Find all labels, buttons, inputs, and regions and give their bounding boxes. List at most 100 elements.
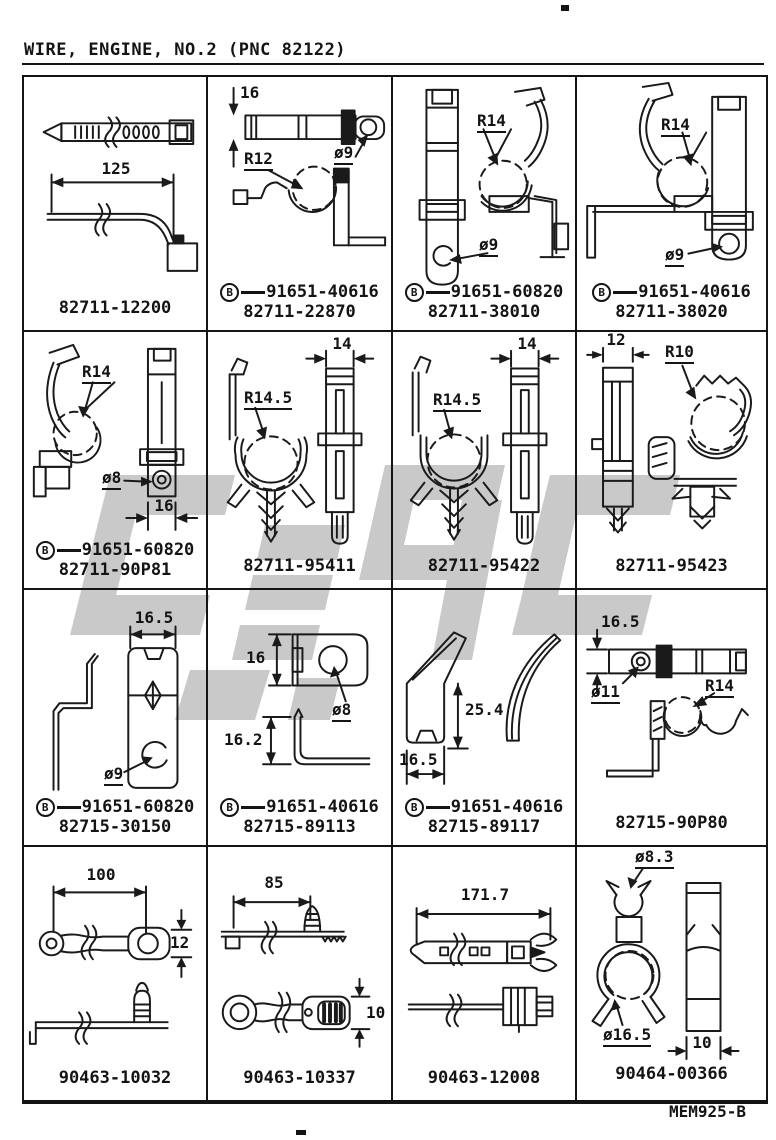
sub-part-number-text: 91651-60820 [81, 540, 195, 560]
cell-82711-95411: 14 R14.5 82711-95411 [208, 332, 393, 590]
part-number[interactable]: 82711-95411 [243, 556, 356, 576]
part-number[interactable]: 90463-10032 [58, 1068, 172, 1088]
leader-dash [613, 290, 638, 294]
diameter-label: ø8 [102, 470, 122, 490]
drawing-grommet-clamp [591, 868, 740, 1060]
drawing-clamp-strap [228, 86, 387, 247]
leader-dash [425, 290, 450, 294]
dimension-label: 85 [264, 873, 284, 892]
cell-82711-12200: 125 82711-12200 [24, 77, 208, 332]
cell-90463-10032: 100 12 90463-10032 [24, 847, 208, 1100]
sub-part-number-text: 91651-40616 [266, 282, 379, 302]
dimension-label: 14 [517, 334, 537, 353]
dimension-label: 16.5 [601, 612, 640, 631]
radius-label: R14 [477, 113, 506, 133]
drawing-clamp-strap [32, 343, 199, 531]
dimension-label: 100 [86, 865, 116, 884]
drawing-cable-tie [42, 116, 199, 272]
leader-dash [56, 548, 81, 552]
dimension-label: 12 [170, 933, 190, 952]
dimension-label: 10 [692, 1033, 712, 1052]
diameter-label: ø9 [334, 145, 354, 165]
dimension-label: 125 [101, 159, 131, 178]
part-number[interactable]: 82711-38020 [615, 302, 728, 322]
part-number[interactable]: 90463-10337 [243, 1068, 356, 1088]
cell-90463-10337: 85 10 90463-10337 [208, 847, 393, 1100]
drawing-clamp-strap [586, 628, 749, 778]
diameter-label: ø8.3 [635, 849, 674, 869]
part-number[interactable]: 82715-89117 [427, 817, 541, 837]
b-substitute-icon: B [592, 282, 612, 302]
part-number[interactable]: 82711-90P81 [58, 560, 172, 580]
part-number[interactable]: 90464-00366 [615, 1064, 728, 1084]
diameter-label: ø9 [479, 237, 499, 257]
dimension-label: 12 [606, 332, 626, 349]
part-number[interactable]: 82711-95423 [615, 556, 728, 576]
part-number[interactable]: 82711-95422 [427, 556, 541, 576]
part-number[interactable]: 82715-30150 [58, 817, 172, 837]
dimension-label: 14 [332, 334, 352, 353]
part-number[interactable]: 90463-12008 [427, 1068, 541, 1088]
drawing-protector [405, 631, 562, 785]
radius-label: R14 [705, 678, 734, 698]
sub-part-number-text: 91651-60820 [450, 282, 564, 302]
drawing-clamp-pin [409, 349, 560, 545]
part-number[interactable]: 82715-89113 [243, 817, 356, 837]
page-title: WIRE, ENGINE, NO.2 (PNC 82122) [24, 40, 347, 60]
dimension-label: 25.4 [465, 700, 504, 719]
dimension-label: 16.2 [224, 730, 263, 749]
diameter-label: ø9 [665, 247, 685, 267]
b-substitute-icon: B [404, 282, 424, 302]
dimension-label: 16.5 [399, 750, 438, 769]
drawing-clamp-pin [586, 346, 752, 534]
part-number[interactable]: 82711-22870 [243, 302, 356, 322]
b-substitute-icon: B [404, 797, 424, 817]
cell-82711-95422: 14 R14.5 82711-95422 [393, 332, 577, 590]
dimension-label: 10 [366, 1003, 386, 1022]
part-number-block: B 91651-60820 82711-38010 [393, 282, 575, 322]
radius-label: R14 [661, 117, 690, 137]
sub-part-number[interactable]: B 91651-60820 [24, 540, 206, 560]
part-number-block: B 91651-40616 82711-22870 [208, 282, 391, 322]
cell-82711-38010: R14 ø9 B 91651-60820 82711-38010 [393, 77, 577, 332]
drawing-bracket-plate [52, 625, 179, 791]
cell-82711-95423: 12 R10 82711-95423 [577, 332, 766, 590]
b-substitute-icon: B [220, 797, 240, 817]
drawing-reference-code: MEM925-B [668, 1102, 746, 1121]
scan-speck [296, 1130, 306, 1135]
dimension-label: 16 [154, 496, 174, 515]
sub-part-number[interactable]: B 91651-60820 [393, 282, 575, 302]
radius-label: R14 [82, 364, 111, 384]
part-number[interactable]: 82711-38010 [427, 302, 541, 322]
cell-90463-12008: 171.7 90463-12008 [393, 847, 577, 1100]
radius-label: R14.5 [244, 390, 293, 410]
diameter-label: ø11 [591, 684, 620, 704]
parts-grid: 125 82711-12200 [22, 75, 768, 1104]
radius-label: R12 [244, 151, 273, 171]
drawing-tie-band [28, 885, 193, 1045]
sub-part-number-text: 91651-60820 [81, 797, 195, 817]
radius-label: R10 [665, 344, 694, 364]
title-underline [22, 63, 764, 65]
dimension-label: 171.7 [460, 885, 510, 904]
part-number[interactable]: 82715-90P80 [615, 813, 728, 833]
part-number-block: B 91651-60820 82711-90P81 [24, 540, 206, 580]
dimension-label: 16.5 [134, 608, 174, 627]
sub-part-number[interactable]: B 91651-40616 [208, 282, 391, 302]
part-number[interactable]: 82711-12200 [58, 298, 172, 318]
b-substitute-icon: B [220, 282, 240, 302]
b-substitute-icon: B [35, 540, 55, 560]
drawing-clamp-pin [226, 349, 375, 545]
